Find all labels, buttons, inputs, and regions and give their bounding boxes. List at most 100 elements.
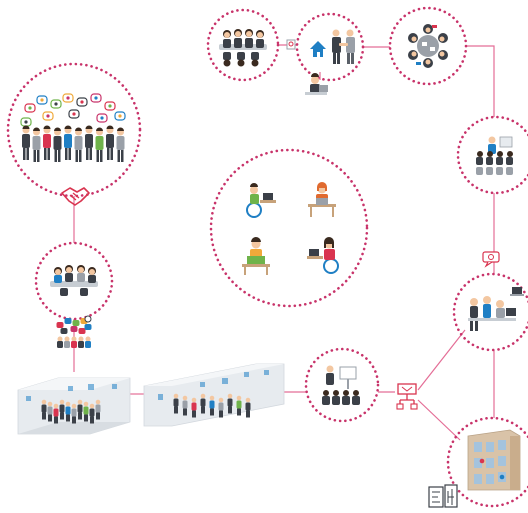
person-body	[57, 341, 63, 348]
bubble-dot	[54, 102, 58, 106]
building-section-ring	[446, 416, 528, 508]
visitor-head	[83, 401, 89, 407]
chat-bubble	[64, 318, 72, 324]
visitor-body	[95, 404, 101, 413]
chat-bubble	[72, 320, 80, 326]
visitor-body	[71, 408, 77, 417]
wall-frame	[222, 378, 228, 384]
crowd-opinions-ring	[6, 62, 142, 198]
connector-line	[417, 399, 461, 441]
visitor-legs	[96, 412, 100, 420]
person-leg	[65, 148, 68, 160]
visitor-legs	[48, 414, 52, 422]
person-leg	[54, 150, 57, 162]
visitor-body	[227, 398, 233, 407]
crowd-speech-icon	[20, 93, 126, 162]
flowchart-icon	[396, 383, 418, 410]
person-body	[74, 136, 83, 150]
bubble-dot	[28, 106, 32, 110]
person-hair	[96, 127, 103, 131]
handshake-house-icon	[310, 29, 355, 64]
visitor-legs	[174, 406, 178, 414]
visitor-body	[200, 398, 206, 407]
speech-bubble-icon	[482, 251, 500, 268]
person-leg	[89, 148, 92, 160]
person-leg	[100, 150, 103, 162]
person-leg	[26, 148, 29, 160]
visitor-legs	[84, 414, 88, 422]
visitor-legs	[219, 410, 223, 418]
person-leg	[23, 148, 26, 160]
visitor-legs	[210, 408, 214, 416]
wall-frame	[68, 386, 73, 391]
visitor-head	[77, 399, 83, 405]
visitor-legs	[78, 412, 82, 420]
visitor-legs	[183, 408, 187, 416]
person-body	[32, 136, 41, 150]
round-table-icon	[408, 24, 448, 68]
person-hair	[33, 127, 40, 131]
team-meeting-icon	[219, 29, 267, 67]
visitor-head	[209, 395, 215, 401]
person-leg	[58, 150, 61, 162]
visitor-legs	[54, 416, 58, 424]
office-collaboration-ring	[452, 272, 528, 352]
person-leg	[107, 148, 110, 160]
visitor-legs	[72, 416, 76, 424]
visitor-head	[47, 401, 53, 407]
person-leg	[47, 148, 50, 160]
person-body	[116, 136, 125, 150]
visitor-head	[65, 401, 71, 407]
person-body	[22, 134, 30, 148]
chat-bubble	[60, 328, 68, 334]
visitor-legs	[237, 408, 241, 416]
visitor-legs	[90, 416, 94, 424]
bubble-dot	[118, 114, 122, 118]
person-body	[43, 134, 51, 148]
bubble-dot	[94, 96, 98, 100]
visitor-body	[53, 408, 59, 417]
wall-frame	[88, 384, 94, 390]
gear-icon	[84, 315, 92, 323]
wall-frame	[158, 394, 163, 400]
bubble-dot	[24, 120, 28, 124]
building-section-icon	[467, 429, 521, 491]
person-hair	[54, 127, 61, 131]
lecture-audience-icon	[322, 365, 360, 405]
chat-cloud-icon	[56, 315, 92, 348]
inclusive-workers-icon	[242, 182, 339, 275]
visitor-legs	[60, 412, 64, 420]
group-meeting-left-ring	[34, 241, 114, 321]
connector-line	[417, 329, 466, 391]
desk-worker-icon	[305, 73, 328, 95]
person-head	[64, 336, 70, 342]
exhibition-room-right	[143, 363, 285, 427]
lock-document-icon	[286, 39, 296, 50]
person-head	[78, 336, 84, 342]
wall-frame	[26, 396, 31, 401]
person-hair	[75, 127, 82, 131]
visitor-body	[77, 404, 83, 413]
visitor-body	[89, 408, 95, 417]
person-head	[57, 336, 63, 342]
visitor-legs	[66, 414, 70, 422]
bubble-dot	[72, 112, 76, 116]
node-rings	[6, 6, 528, 508]
visitor-legs	[201, 406, 205, 414]
visitor-head	[236, 395, 242, 401]
visitor-head	[173, 393, 179, 399]
visitor-legs	[42, 412, 46, 420]
visitor-head	[227, 393, 233, 399]
group-meeting-icon	[50, 265, 98, 296]
visitor-head	[200, 393, 206, 399]
visitor-head	[59, 399, 65, 405]
visitor-legs	[246, 410, 250, 418]
visitor-body	[173, 398, 179, 407]
wall-frame	[112, 384, 117, 389]
visitor-body	[191, 402, 197, 411]
wall-frame	[200, 382, 205, 387]
person-body	[64, 134, 72, 148]
meeting-top-left-ring	[206, 8, 280, 82]
person-head	[71, 336, 77, 342]
person-leg	[44, 148, 47, 160]
